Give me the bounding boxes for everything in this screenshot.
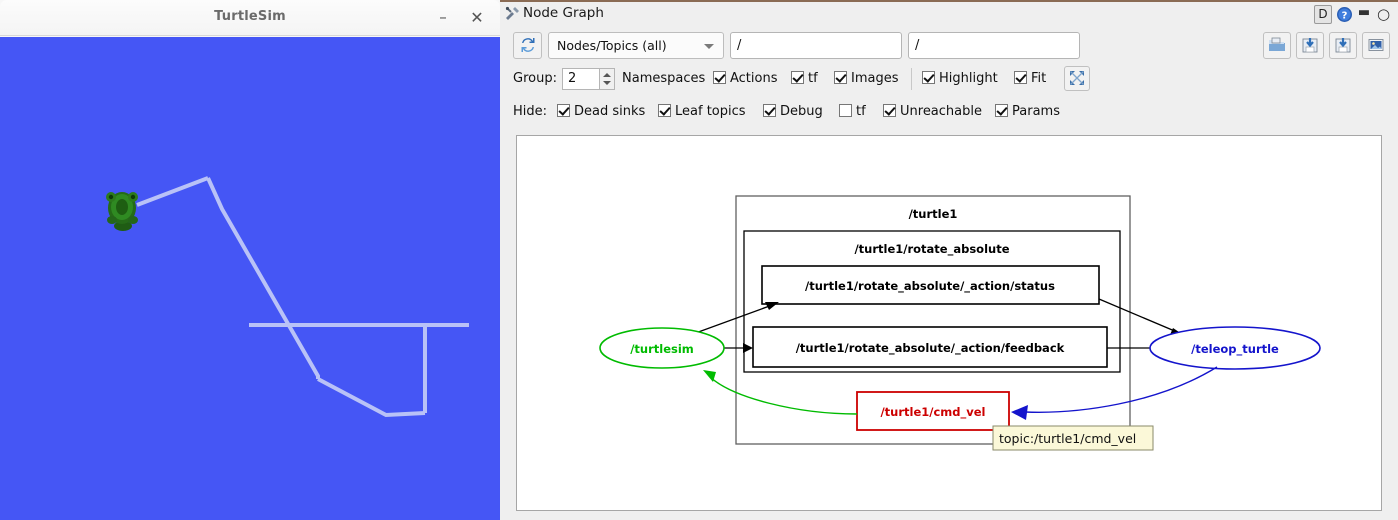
checkbox-highlight[interactable] [922,71,935,84]
checkbox-params-label[interactable]: Params [1012,104,1060,119]
help-icon[interactable]: ? [1336,6,1353,23]
checkbox-highlight-label[interactable]: Highlight [939,71,998,86]
save-image-button[interactable] [1362,32,1390,59]
turtlesim-window: TurtleSim – ✕ [0,0,500,520]
checkbox-leaf-topics[interactable] [658,104,671,117]
node-graph-panel: Node Graph D ? ▬ ○ [500,0,1398,520]
checkbox-images-label[interactable]: Images [851,71,899,86]
namespaces-label[interactable]: Namespaces [622,71,706,86]
graph-tooltip: topic:/turtle1/cmd_vel [992,425,1154,451]
node-turtlesim-label: /turtlesim [630,342,694,356]
graph-canvas[interactable]: /turtle1 /turtle1/rotate_absolute /turtl… [516,135,1382,511]
node-teleop-turtle-ellipse [1149,326,1321,370]
turtlesim-canvas[interactable] [0,37,500,520]
node-graph-title: Node Graph [523,5,604,21]
dock-window-controls: D ? ▬ ○ [1314,3,1392,25]
turtle-sprite [106,192,138,231]
checkbox-tf[interactable] [791,71,804,84]
filter-select-value: Nodes/Topics (all) [557,38,667,53]
window-accent-bar [500,0,1398,2]
topic-action-feedback-box [752,326,1108,368]
checkbox-fit-label[interactable]: Fit [1031,71,1047,86]
topic-cmd-vel-box [856,391,1010,431]
hide-label: Hide: [513,104,548,119]
save-svg-button[interactable] [1329,32,1357,59]
graph-hide-row: Hide: Dead sinks Leaf topics Debug tf Un… [500,101,1398,127]
node-filter-input[interactable]: / [908,32,1080,59]
topic-cmd-vel-label: /turtle1/cmd_vel [880,405,985,420]
checkbox-images[interactable] [834,71,847,84]
node-teleop-turtle-label: /teleop_turtle [1191,342,1279,357]
checkbox-debug[interactable] [763,104,776,117]
checkbox-unreachable[interactable] [883,104,896,117]
save-dot-button[interactable] [1296,32,1324,59]
turtlesim-title: TurtleSim [214,9,286,24]
stepper-up-icon[interactable] [603,73,611,77]
node-turtlesim-ellipse [599,327,725,369]
checkbox-dead-sinks[interactable] [557,104,570,117]
cluster-rotate-absolute-box [743,230,1121,373]
topic-action-status-label: /turtle1/rotate_absolute/_action/status [805,279,1055,294]
group-stepper-input[interactable]: 2 [562,68,600,90]
cluster-turtle1-box [735,195,1131,445]
checkbox-actions-label[interactable]: Actions [730,71,778,86]
filter-select[interactable]: Nodes/Topics (all) [548,32,724,59]
stepper-down-icon[interactable] [603,81,611,85]
minimize-icon[interactable]: – [439,8,447,26]
dock-close-icon[interactable]: ○ [1376,4,1391,23]
checkbox-debug-label[interactable]: Debug [780,104,823,119]
turtlesim-titlebar[interactable]: TurtleSim – ✕ [0,0,500,36]
dock-float-button[interactable]: D [1314,4,1332,24]
fit-in-view-button[interactable] [1064,66,1090,91]
graph-options-row: Group: 2 Namespaces Actions tf Images Hi… [500,66,1398,94]
svg-text:?: ? [1342,10,1348,21]
cluster-rotate-absolute-label: /turtle1/rotate_absolute [854,242,1009,257]
checkbox-hide-tf-label[interactable]: tf [856,104,866,119]
tools-icon [505,6,521,22]
graph-export-buttons [1263,32,1390,59]
checkbox-dead-sinks-label[interactable]: Dead sinks [574,104,646,119]
topic-action-status-box [761,265,1100,305]
group-stepper-buttons[interactable] [600,68,615,90]
checkbox-unreachable-label[interactable]: Unreachable [900,104,982,119]
topic-filter-input[interactable]: / [730,32,902,59]
checkbox-tf-label[interactable]: tf [808,71,818,86]
checkbox-params[interactable] [995,104,1008,117]
node-graph-titlebar[interactable]: Node Graph D ? ▬ ○ [500,0,1398,28]
topic-action-feedback-label: /turtle1/rotate_absolute/_action/feedbac… [796,341,1065,356]
dock-minimize-icon[interactable]: ▬ [1357,4,1371,20]
checkbox-leaf-topics-label[interactable]: Leaf topics [675,104,746,119]
group-label: Group: [513,71,557,86]
refresh-button[interactable] [513,32,542,59]
checkbox-hide-tf[interactable] [839,104,852,117]
load-dot-button[interactable] [1263,32,1291,59]
checkbox-fit[interactable] [1014,71,1027,84]
checkbox-actions[interactable] [713,71,726,84]
fit-in-view-icon [1065,69,1089,87]
toolbar-divider [911,68,912,90]
graph-toolbar-row: Nodes/Topics (all) / / [500,31,1398,63]
close-icon[interactable]: ✕ [470,8,484,27]
cluster-turtle1-label: /turtle1 [909,207,958,221]
graph-tooltip-label: topic:/turtle1/cmd_vel [999,431,1136,446]
chevron-down-icon [704,44,714,49]
